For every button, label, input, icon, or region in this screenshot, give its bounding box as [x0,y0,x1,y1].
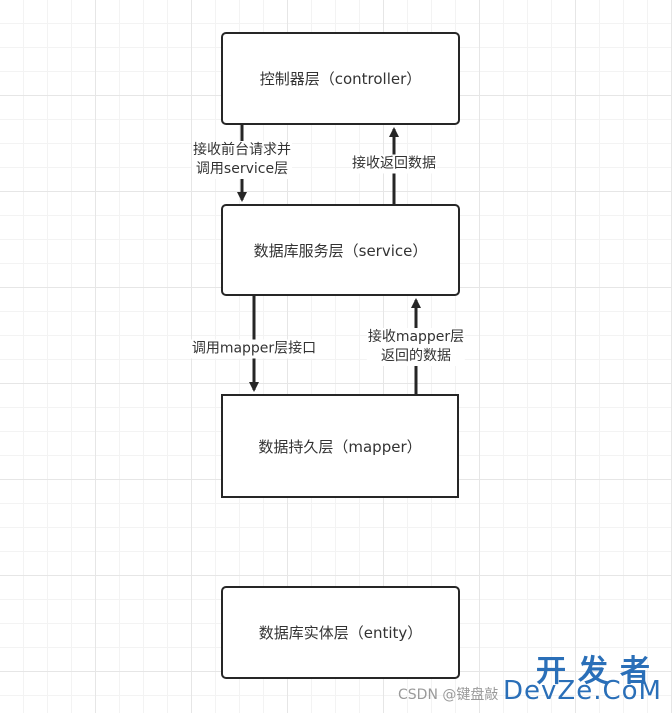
edge-label-controller-to-service: 接收前台请求并 调用service层 [192,141,292,179]
service-layer-label: 数据库服务层（service） [253,241,428,260]
service-layer-box[interactable]: 数据库服务层（service） [221,204,460,296]
devze-watermark-cn: 开发者 [536,654,662,689]
mapper-layer-box[interactable]: 数据持久层（mapper） [221,394,459,498]
devze-watermark-en: DevZe.CoM [503,676,662,706]
edge-label-service-to-controller: 接收返回数据 [351,154,437,174]
edge-label-service-to-mapper: 调用mapper层接口 [190,339,318,359]
edge-label-mapper-to-service: 接收mapper层 返回的数据 [366,328,466,366]
controller-layer-box[interactable]: 控制器层（controller） [221,32,460,125]
entity-layer-label: 数据库实体层（entity） [258,624,423,642]
csdn-watermark: CSDN @键盘敲 [398,687,499,703]
entity-layer-box[interactable]: 数据库实体层（entity） [221,586,460,679]
controller-layer-label: 控制器层（controller） [259,70,422,88]
mapper-layer-label: 数据持久层（mapper） [258,437,422,456]
